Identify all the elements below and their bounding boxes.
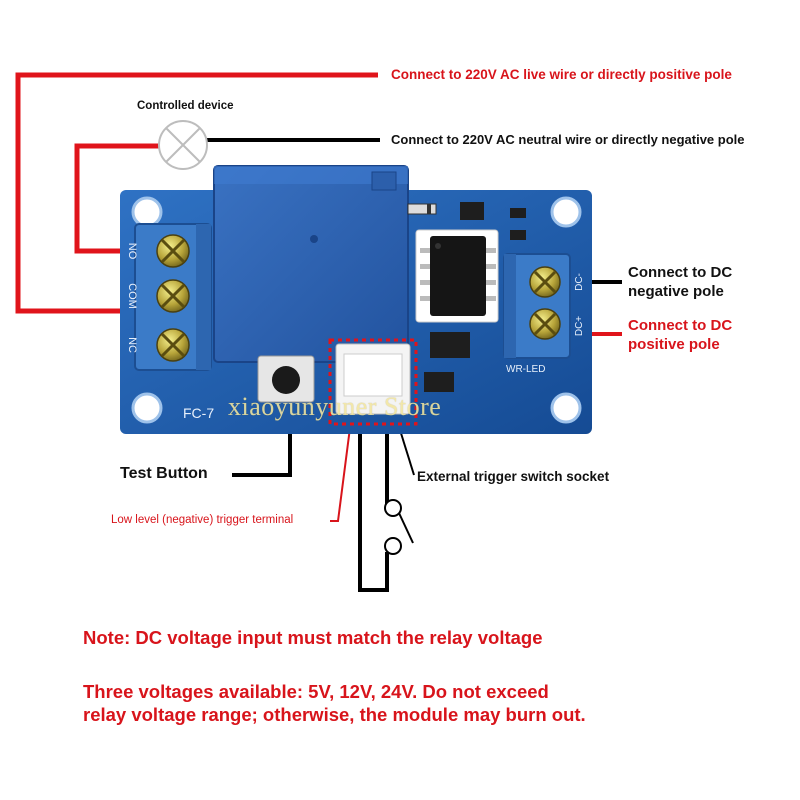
ic-chip (415, 229, 499, 323)
live-wire-red (15, 72, 378, 314)
mount-hole (131, 196, 163, 228)
silk-dc-positive: DC+ (574, 316, 585, 336)
note-line-1: Note: DC voltage input must match the re… (83, 627, 543, 648)
switch-lever (398, 512, 414, 544)
trigger-socket (328, 338, 418, 426)
neutral-wire-label: Connect to 220V AC neutral wire or direc… (391, 132, 745, 147)
external-switch-wire (358, 418, 389, 592)
transistor (460, 202, 484, 220)
mount-hole (131, 392, 163, 424)
switch-contact-bottom (384, 537, 402, 555)
external-trigger-label: External trigger switch socket (417, 469, 610, 484)
diode (407, 203, 437, 215)
dc-negative-label: Connect to DC negative pole (628, 263, 732, 301)
silk-dc-negative: DC- (574, 273, 585, 291)
silk-model: FC-7 (183, 405, 214, 421)
test-button-switch (257, 355, 315, 403)
silk-com: COM (126, 283, 138, 309)
silk-no: NO (126, 243, 138, 260)
dc-negative-label-line1: Connect to DC (628, 264, 733, 281)
note-line-2: Three voltages available: 5V, 12V, 24V. … (83, 681, 549, 702)
switch-contact-top (384, 499, 402, 517)
dc-positive-label: Connect to DC positive pole (628, 316, 732, 354)
store-watermark: xiaoyunyuner Store (228, 392, 442, 421)
dc-negative-label-line2: negative pole (628, 283, 724, 300)
controlled-device-label: Controlled device (137, 100, 234, 112)
mount-hole (550, 392, 582, 424)
low-level-trigger-label: Low level (negative) trigger terminal (111, 514, 294, 526)
smd-part (510, 230, 526, 240)
smd-part (510, 208, 526, 218)
relay (213, 165, 409, 363)
dc-positive-label-line2: positive pole (628, 336, 720, 353)
low-level-leader (330, 419, 352, 522)
dc-positive-label-line1: Connect to DC (628, 317, 733, 334)
test-button-label: Test Button (120, 465, 208, 482)
silk-nc: NC (126, 337, 138, 353)
lamp-icon (158, 120, 208, 170)
live-wire-label: Connect to 220V AC live wire or directly… (391, 67, 732, 82)
smd-part (430, 332, 470, 358)
note-line-3: relay voltage range; otherwise, the modu… (83, 704, 586, 725)
mount-hole (550, 196, 582, 228)
smd-part (424, 372, 454, 392)
pcb-board: NO COM NC (120, 165, 592, 434)
device-wire-red (74, 143, 162, 254)
terminal-left (134, 223, 212, 371)
external-trigger-leader (399, 429, 415, 476)
terminal-right (503, 253, 571, 359)
silk-led: WR-LED (506, 364, 545, 375)
